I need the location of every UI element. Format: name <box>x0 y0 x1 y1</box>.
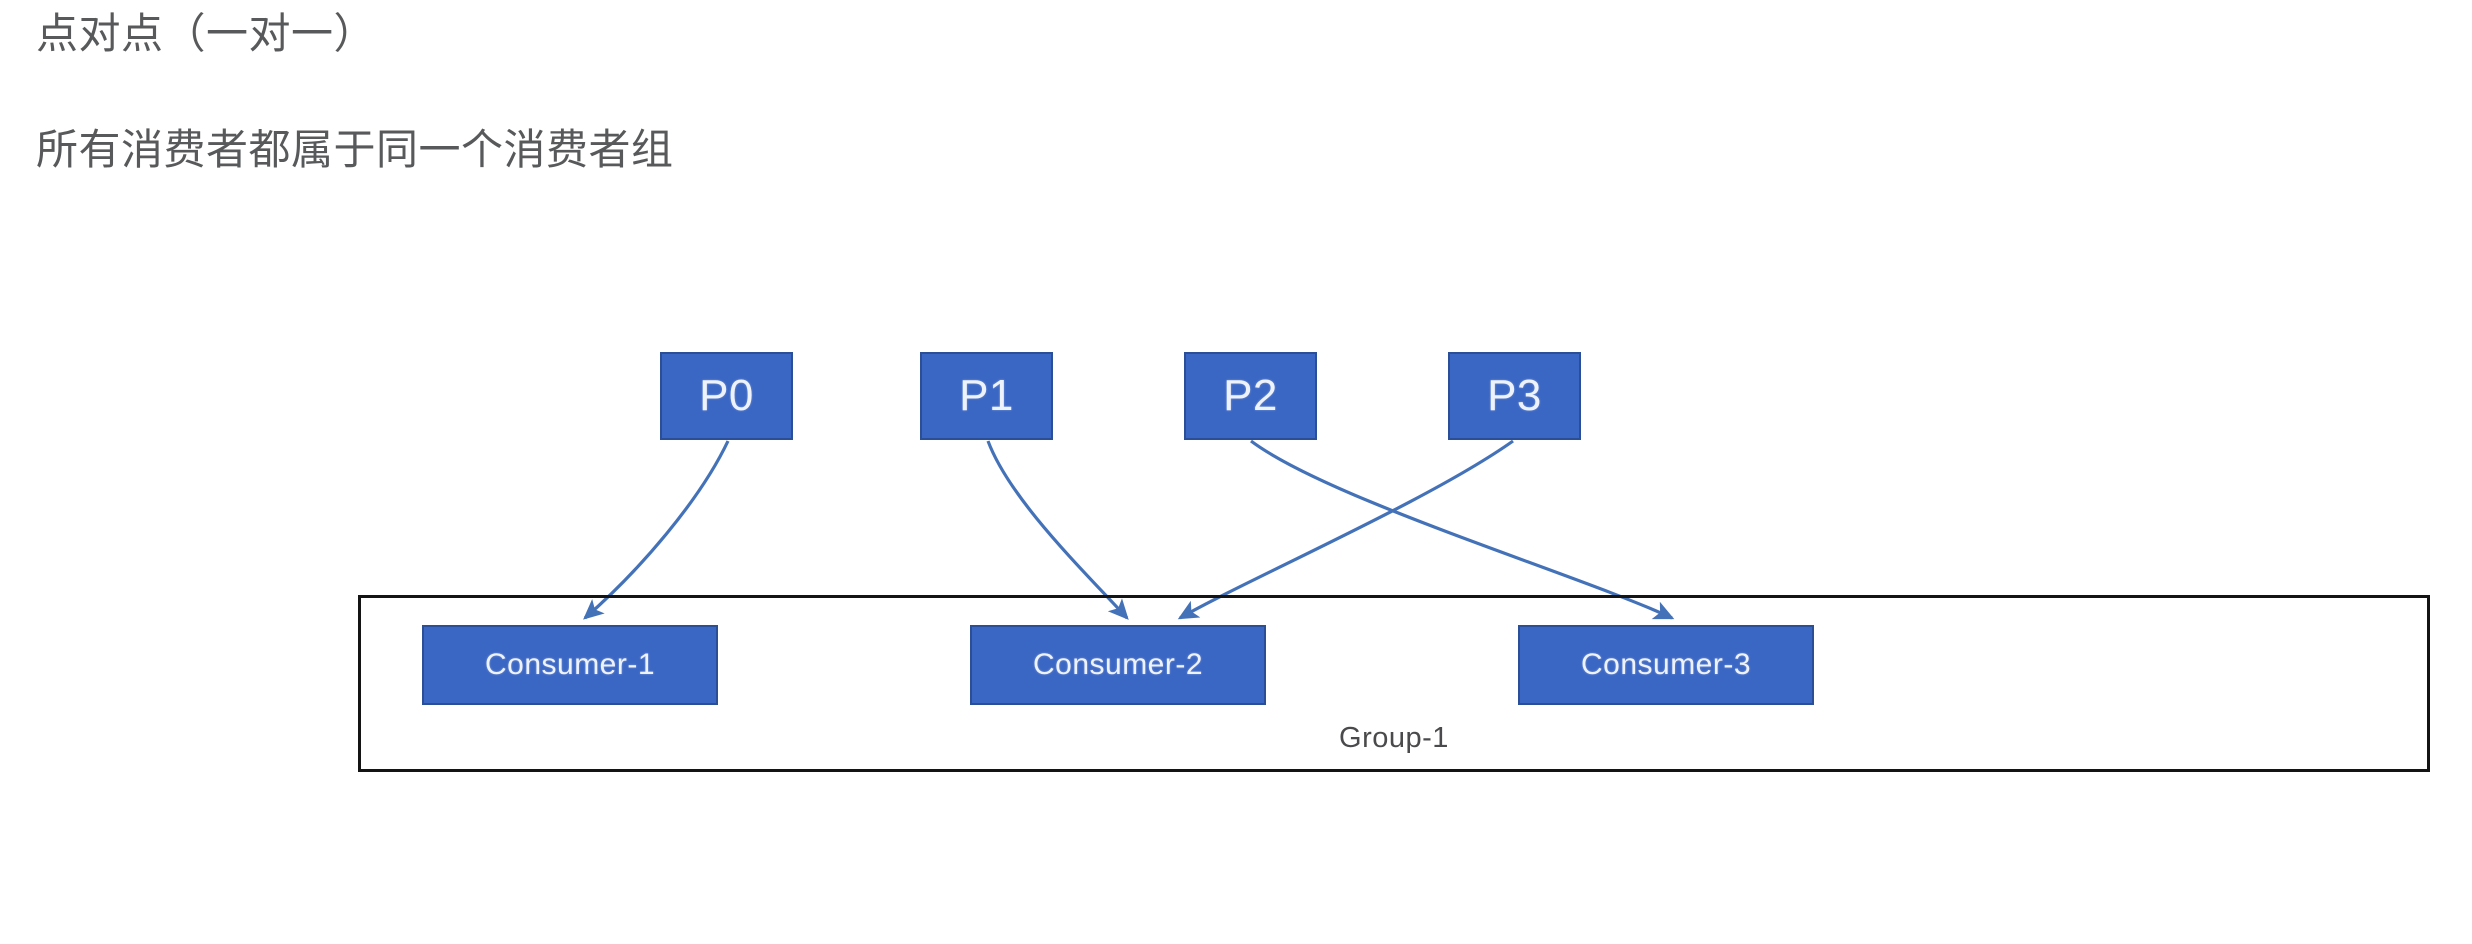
consumer-2-label: Consumer-2 <box>1032 648 1204 681</box>
partition-p3-label: P3 <box>1487 371 1542 420</box>
consumer-group-box <box>358 595 2430 772</box>
partition-p1[interactable]: P1 <box>920 352 1053 440</box>
consumer-1[interactable]: Consumer-1 <box>422 625 718 705</box>
page-title: 点对点（一对一） <box>36 10 377 57</box>
partition-p0[interactable]: P0 <box>660 352 793 440</box>
partition-p0-label: P0 <box>699 371 754 420</box>
arrow-p1-to-consumer-2 <box>986 440 1129 620</box>
partition-p2-label: P2 <box>1223 371 1278 420</box>
consumer-1-label: Consumer-1 <box>484 648 656 681</box>
consumer-2[interactable]: Consumer-2 <box>970 625 1266 705</box>
partition-p2[interactable]: P2 <box>1184 352 1317 440</box>
arrow-p2-to-consumer-3 <box>1250 439 1675 620</box>
arrow-p0-to-consumer-1 <box>583 440 730 620</box>
partition-p3[interactable]: P3 <box>1448 352 1581 440</box>
consumer-3-label: Consumer-3 <box>1580 648 1752 681</box>
page-subtitle: 所有消费者都属于同一个消费者组 <box>36 126 674 173</box>
consumer-group-label: Group-1 <box>1339 722 1449 754</box>
consumer-3[interactable]: Consumer-3 <box>1518 625 1814 705</box>
arrow-p3-to-consumer-2 <box>1177 439 1514 620</box>
partition-p1-label: P1 <box>959 371 1014 420</box>
